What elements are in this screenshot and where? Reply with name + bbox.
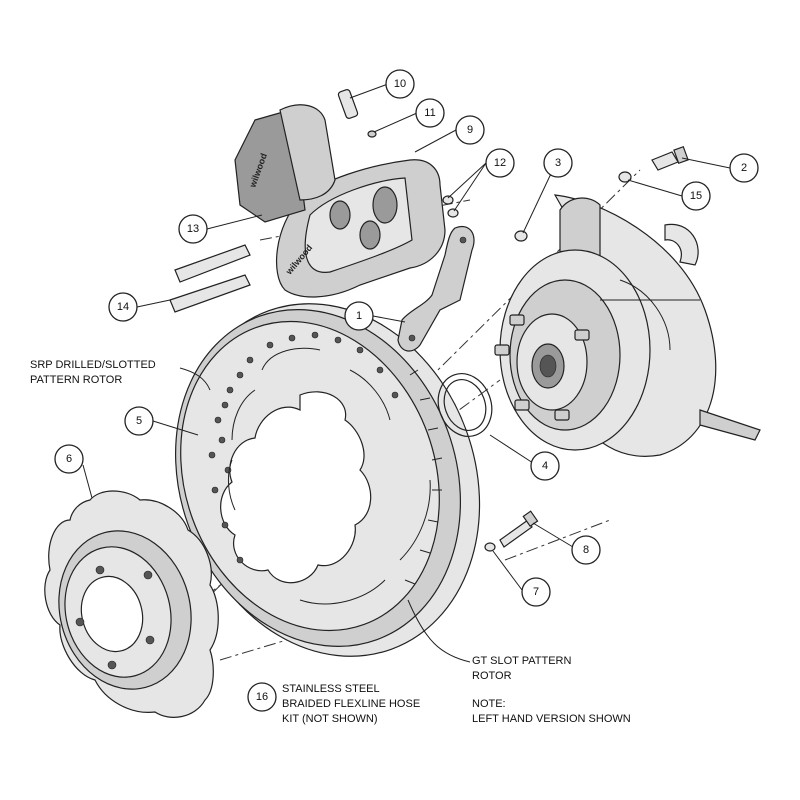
callout-6: 6	[54, 444, 84, 474]
svg-text:7: 7	[533, 586, 539, 598]
hose-label-line1: STAINLESS STEEL	[282, 683, 380, 695]
srp-rotor-label: SRP DRILLED/SLOTTED PATTERN ROTOR	[30, 359, 156, 386]
rotor	[175, 303, 481, 657]
svg-text:9: 9	[467, 124, 473, 136]
callout-5: 5	[124, 406, 154, 436]
callout-8: 8	[571, 535, 601, 565]
callout-2: 2	[729, 153, 759, 183]
gt-label-line1: GT SLOT PATTERN	[472, 655, 571, 667]
hat-bolt	[484, 510, 539, 552]
callout-12: 12	[485, 148, 515, 178]
brake-pads: wilwood	[234, 104, 336, 223]
wheel-studs	[494, 314, 590, 421]
bridge-bolt	[337, 89, 377, 138]
note-label-line1: NOTE:	[472, 698, 506, 710]
callout-15: 15	[681, 181, 711, 211]
rotor-vanes	[404, 369, 443, 585]
anti-squeal-shims	[169, 244, 251, 313]
callout-9: 9	[455, 115, 485, 145]
hub-knuckle-assembly	[494, 194, 761, 457]
callout-13: 13	[178, 214, 208, 244]
svg-text:16: 16	[256, 691, 268, 703]
svg-text:4: 4	[542, 460, 548, 472]
hose-label-line2: BRAIDED FLEXLINE HOSE	[282, 698, 420, 710]
svg-text:8: 8	[583, 544, 589, 556]
o-ring	[437, 373, 493, 437]
hose-kit-label: STAINLESS STEEL BRAIDED FLEXLINE HOSE KI…	[282, 683, 420, 725]
note-label-line2: LEFT HAND VERSION SHOWN	[472, 713, 631, 725]
hose-label-line3: KIT (NOT SHOWN)	[282, 713, 378, 725]
svg-text:6: 6	[66, 453, 72, 465]
svg-text:2: 2	[741, 162, 747, 174]
gt-rotor-label: GT SLOT PATTERN ROTOR	[472, 655, 571, 682]
svg-text:14: 14	[117, 301, 129, 313]
callout-11: 11	[415, 98, 445, 128]
callout-10: 10	[385, 69, 415, 99]
srp-label-line2: PATTERN ROTOR	[30, 374, 122, 386]
callout-7: 7	[521, 577, 551, 607]
drilled-holes	[208, 331, 399, 564]
rotor-hat	[44, 490, 219, 718]
srp-label-line1: SRP DRILLED/SLOTTED	[30, 359, 156, 371]
caliper-bracket	[397, 226, 475, 352]
svg-text:3: 3	[555, 157, 561, 169]
note-label: NOTE: LEFT HAND VERSION SHOWN	[472, 698, 631, 725]
callout-1: 1	[344, 301, 374, 331]
svg-text:15: 15	[690, 190, 702, 202]
svg-text:10: 10	[394, 78, 406, 90]
callout-16: 16	[247, 682, 277, 712]
svg-text:1: 1	[356, 310, 362, 322]
svg-text:11: 11	[424, 107, 435, 119]
gt-label-line2: ROTOR	[472, 670, 512, 682]
bracket-bolt	[514, 145, 689, 242]
callout-4: 4	[530, 451, 560, 481]
callout-3: 3	[543, 148, 573, 178]
svg-text:5: 5	[136, 415, 142, 427]
callout-14: 14	[108, 292, 138, 322]
svg-text:12: 12	[494, 157, 506, 169]
rotor-slots	[227, 347, 431, 605]
svg-text:13: 13	[187, 223, 199, 235]
shim-washers	[442, 195, 459, 218]
